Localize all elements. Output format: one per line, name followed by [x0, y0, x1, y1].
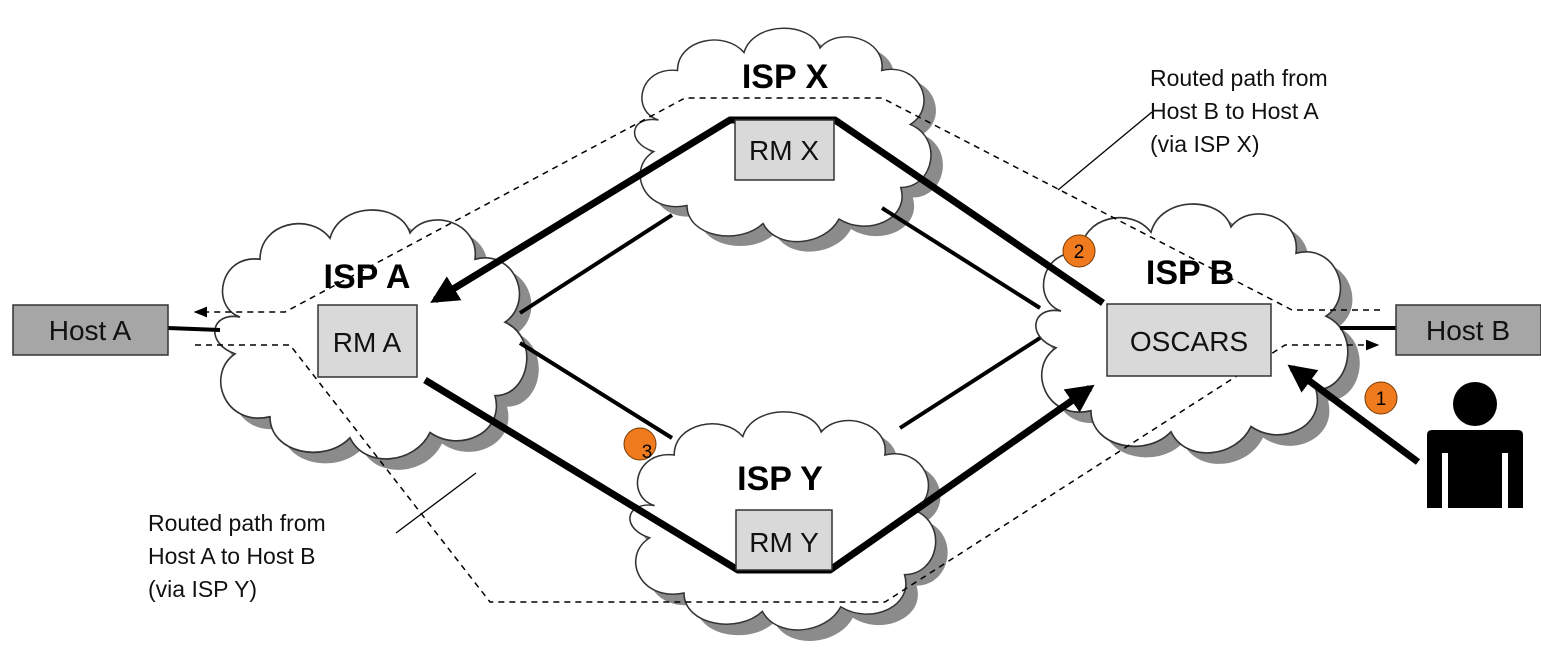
svg-text:3: 3 — [642, 442, 653, 463]
svg-text:Host B: Host B — [1426, 315, 1510, 346]
svg-text:RM Y: RM Y — [749, 527, 819, 558]
oscars-box: OSCARS — [1106, 303, 1272, 377]
isp-x-label: ISP X — [742, 58, 829, 96]
svg-text:1: 1 — [1376, 389, 1387, 410]
svg-text:OSCARS: OSCARS — [1130, 326, 1248, 357]
annotation-leader-a-to-b — [395, 472, 477, 534]
host-b: Host B — [1395, 304, 1541, 356]
svg-text:RM X: RM X — [749, 135, 819, 166]
annotation-path-a-to-b: Routed path from Host A to Host B (via I… — [148, 510, 332, 602]
step-badge-1: 1 — [1364, 381, 1398, 415]
routed-path-b-to-a — [193, 97, 1380, 318]
isp-a-label: ISP A — [324, 258, 411, 296]
routed-path-a-to-b — [195, 339, 1380, 603]
svg-text:Host A: Host A — [49, 315, 132, 346]
annotation-path-b-to-a: Routed path from Host B to Host A (via I… — [1150, 65, 1334, 157]
rm-box-a: RM A — [317, 304, 418, 378]
isp-y-label: ISP Y — [737, 460, 823, 498]
signal-user-to-oscars — [1287, 364, 1421, 465]
svg-text:2: 2 — [1074, 242, 1085, 263]
isp-links — [167, 206, 1396, 440]
isp-b-label: ISP B — [1146, 254, 1234, 292]
routed-paths — [193, 97, 1380, 603]
rm-box-y: RM Y — [735, 509, 833, 571]
step-badge-3: 3 — [623, 427, 657, 463]
svg-text:RM A: RM A — [333, 327, 402, 358]
rm-box-x: RM X — [734, 119, 835, 181]
step-badge-2: 2 — [1062, 234, 1096, 268]
person-icon — [1427, 382, 1523, 508]
host-a: Host A — [12, 304, 169, 356]
annotation-leader-b-to-a — [1057, 111, 1153, 191]
